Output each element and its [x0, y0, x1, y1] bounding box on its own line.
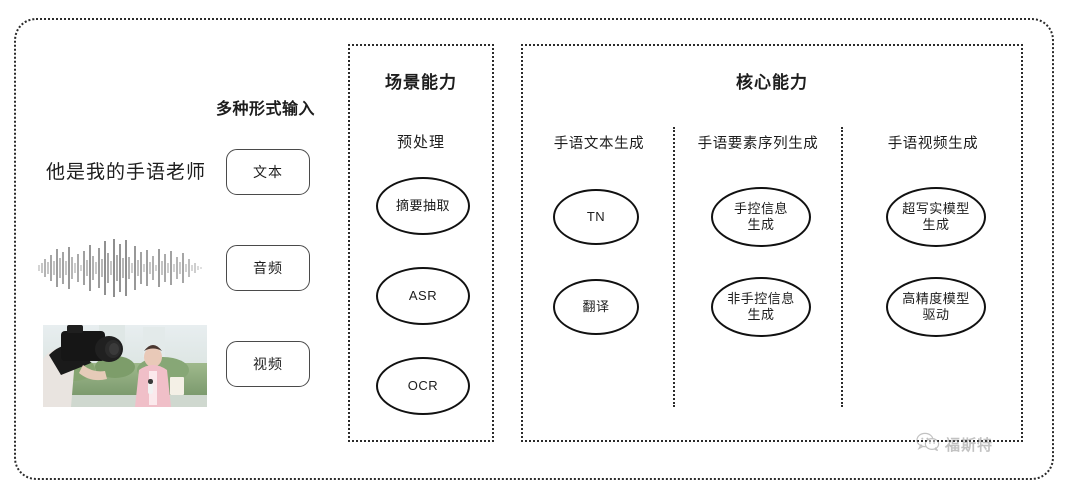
- core-column-divider-2: [841, 127, 843, 407]
- watermark: 福斯特: [916, 432, 993, 457]
- wechat-icon: [916, 432, 940, 457]
- core-node-non-manual-info-line2: 生成: [747, 307, 775, 322]
- core-node-hyperrealistic-line1: 超写实模型: [902, 200, 970, 216]
- input-section-title: 多种形式输入: [216, 101, 316, 118]
- core-node-translation-line1: 翻译: [582, 298, 610, 314]
- watermark-text: 福斯特: [945, 437, 994, 454]
- scene-node-summary-extraction[interactable]: 摘要抽取: [376, 177, 470, 235]
- scene-capability-panel: 场景能力 预处理 摘要抽取 ASR OCR: [348, 44, 494, 442]
- core-column-sign-video-generation: 手语视频生成 超写实模型 生成 高精度模型 驱动: [843, 132, 1023, 412]
- core-node-manual-info-line1: 手控信息: [733, 200, 788, 216]
- core-node-non-manual-info-line1: 非手控信息: [727, 290, 795, 306]
- core-node-manual-info-line2: 生成: [747, 217, 775, 232]
- core-column-sign-text-generation: 手语文本生成 TN 翻译: [525, 132, 673, 412]
- scene-panel-subtitle: 预处理: [396, 134, 445, 151]
- core-column-sign-element-sequence-generation: 手语要素序列生成 手控信息 生成 非手控信息 生成: [675, 132, 841, 412]
- video-thumbnail-icon: [43, 325, 207, 407]
- core-node-high-precision-line2: 驱动: [922, 307, 950, 322]
- core-capability-panel: 核心能力 手语文本生成 TN 翻译 手语要素序列生成 手控信息 生成: [521, 44, 1023, 442]
- core-column-1-heading: 手语文本生成: [553, 136, 645, 152]
- core-node-hyperrealistic-line2: 生成: [922, 217, 950, 232]
- core-node-non-manual-info-generation[interactable]: 非手控信息 生成: [711, 277, 811, 337]
- core-node-manual-info-generation[interactable]: 手控信息 生成: [711, 187, 811, 247]
- modality-button-video[interactable]: 视频: [226, 341, 310, 387]
- core-column-divider-1: [673, 127, 675, 407]
- core-node-tn[interactable]: TN: [553, 189, 639, 245]
- sample-input-text: 他是我的手语老师: [46, 162, 207, 183]
- core-node-high-precision-model-driving[interactable]: 高精度模型 驱动: [886, 277, 986, 337]
- audio-waveform-icon: [34, 235, 206, 301]
- core-node-translation[interactable]: 翻译: [553, 279, 639, 335]
- core-column-2-heading: 手语要素序列生成: [697, 136, 819, 152]
- input-section: 多种形式输入 他是我的手语老师: [30, 95, 330, 425]
- modality-button-text[interactable]: 文本: [226, 149, 310, 195]
- modality-button-audio[interactable]: 音频: [226, 245, 310, 291]
- core-column-3-heading: 手语视频生成: [887, 136, 979, 152]
- core-node-high-precision-line1: 高精度模型: [902, 290, 970, 306]
- scene-panel-title: 场景能力: [385, 73, 457, 92]
- scene-node-asr[interactable]: ASR: [376, 267, 470, 325]
- scene-node-ocr[interactable]: OCR: [376, 357, 470, 415]
- outer-frame: [14, 18, 1054, 480]
- core-node-hyperrealistic-model-generation[interactable]: 超写实模型 生成: [886, 187, 986, 247]
- core-node-tn-line1: TN: [586, 208, 606, 224]
- core-panel-title: 核心能力: [736, 73, 808, 92]
